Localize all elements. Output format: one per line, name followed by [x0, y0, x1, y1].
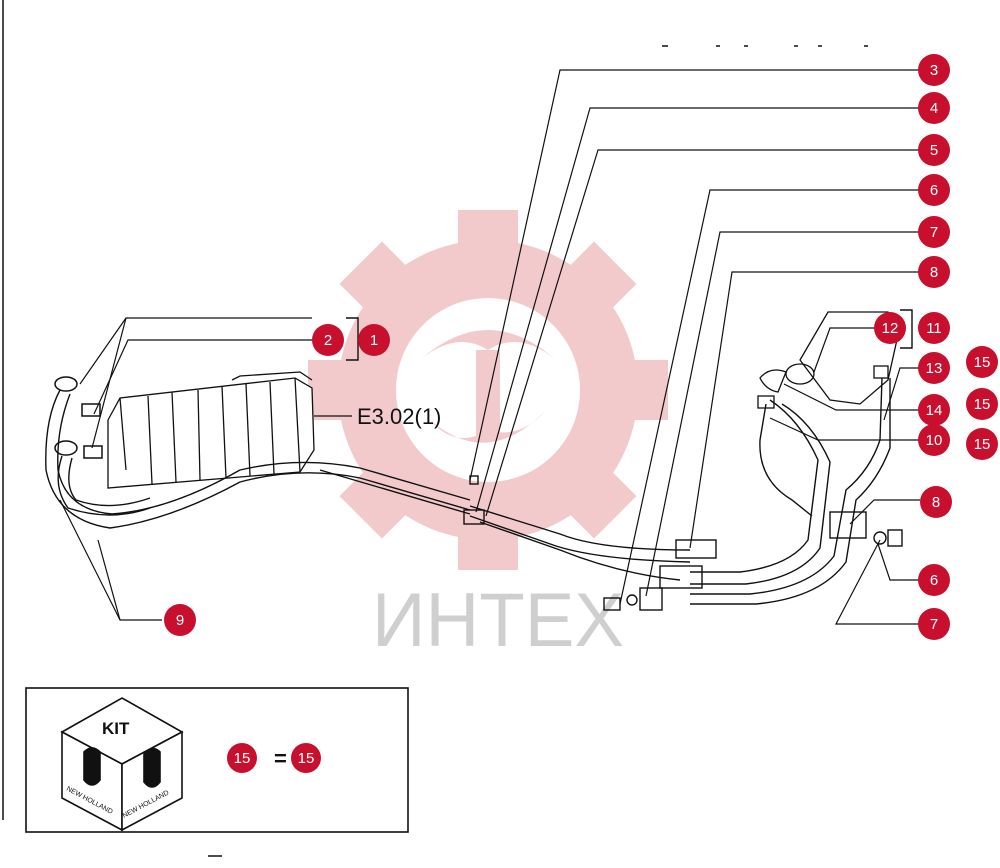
callout-15-first-label: 15 — [974, 354, 991, 371]
kit-equation-left-label: 15 — [234, 750, 251, 767]
callout-markers: 3 4 5 6 7 8 2 1 12 11 13 15 14 15 10 15 … — [164, 54, 998, 640]
callout-14: 14 — [918, 394, 950, 426]
watermark-gear-icon — [308, 210, 668, 570]
clamp-parts — [463, 475, 903, 611]
callout-3: 3 — [918, 54, 950, 86]
kit-equation-left: 15 — [227, 743, 257, 773]
callout-14-label: 14 — [926, 402, 943, 419]
callout-5: 5 — [918, 134, 950, 166]
callout-8-upper: 8 — [918, 256, 950, 288]
callout-1: 1 — [358, 324, 390, 356]
kit-equation-right-label: 15 — [298, 750, 315, 767]
callout-7-lower-label: 7 — [930, 616, 938, 633]
kit-label: KIT — [102, 719, 130, 738]
callout-1-label: 1 — [370, 332, 378, 349]
callout-4-label: 4 — [930, 100, 938, 117]
right-bracket — [757, 311, 901, 409]
callout-7-upper: 7 — [918, 216, 950, 248]
hose-lines — [45, 377, 891, 605]
callout-7-lower: 7 — [918, 608, 950, 640]
callout-6-lower: 6 — [918, 564, 950, 596]
callout-3-label: 3 — [930, 62, 938, 79]
callout-8-lower: 8 — [920, 486, 952, 518]
callout-6-upper: 6 — [918, 174, 950, 206]
callout-15-second: 15 — [966, 388, 998, 420]
reference-label: E3.02(1) — [357, 404, 441, 429]
callout-9: 9 — [164, 604, 196, 636]
callout-15-first: 15 — [966, 346, 998, 378]
callout-4: 4 — [918, 92, 950, 124]
callout-5-label: 5 — [930, 142, 938, 159]
callout-2-label: 2 — [324, 332, 332, 349]
callout-11: 11 — [918, 312, 950, 344]
callout-11-label: 11 — [926, 320, 942, 337]
callout-8-upper-label: 8 — [930, 264, 938, 281]
valve-block — [107, 371, 315, 489]
callout-9-label: 9 — [176, 612, 184, 629]
bracket-marks — [346, 309, 913, 361]
watermark-text: ИНТЕХ — [372, 578, 624, 663]
callout-13-label: 13 — [926, 360, 943, 377]
callout-15-second-label: 15 — [974, 396, 991, 413]
callout-2: 2 — [312, 324, 344, 356]
callout-15-third-label: 15 — [974, 436, 991, 453]
left-fittings — [54, 376, 103, 459]
kit-equation-sign: = — [274, 746, 287, 771]
callout-10-label: 10 — [926, 432, 943, 449]
leader-lines — [59, 69, 920, 625]
kit-box: KIT NEW HOLLAND NEW HOLLAND 15 = 15 — [25, 687, 409, 833]
callout-13: 13 — [918, 352, 950, 384]
callout-12-label: 12 — [882, 320, 899, 337]
callout-6-upper-label: 6 — [930, 182, 938, 199]
kit-equation-right: 15 — [291, 743, 321, 773]
callout-7-upper-label: 7 — [930, 224, 938, 241]
callout-6-lower-label: 6 — [930, 572, 938, 589]
callout-8-lower-label: 8 — [932, 494, 940, 511]
callout-15-third: 15 — [966, 428, 998, 460]
callout-10: 10 — [918, 424, 950, 456]
kit-cube-icon — [60, 697, 184, 832]
callout-12: 12 — [874, 312, 906, 344]
